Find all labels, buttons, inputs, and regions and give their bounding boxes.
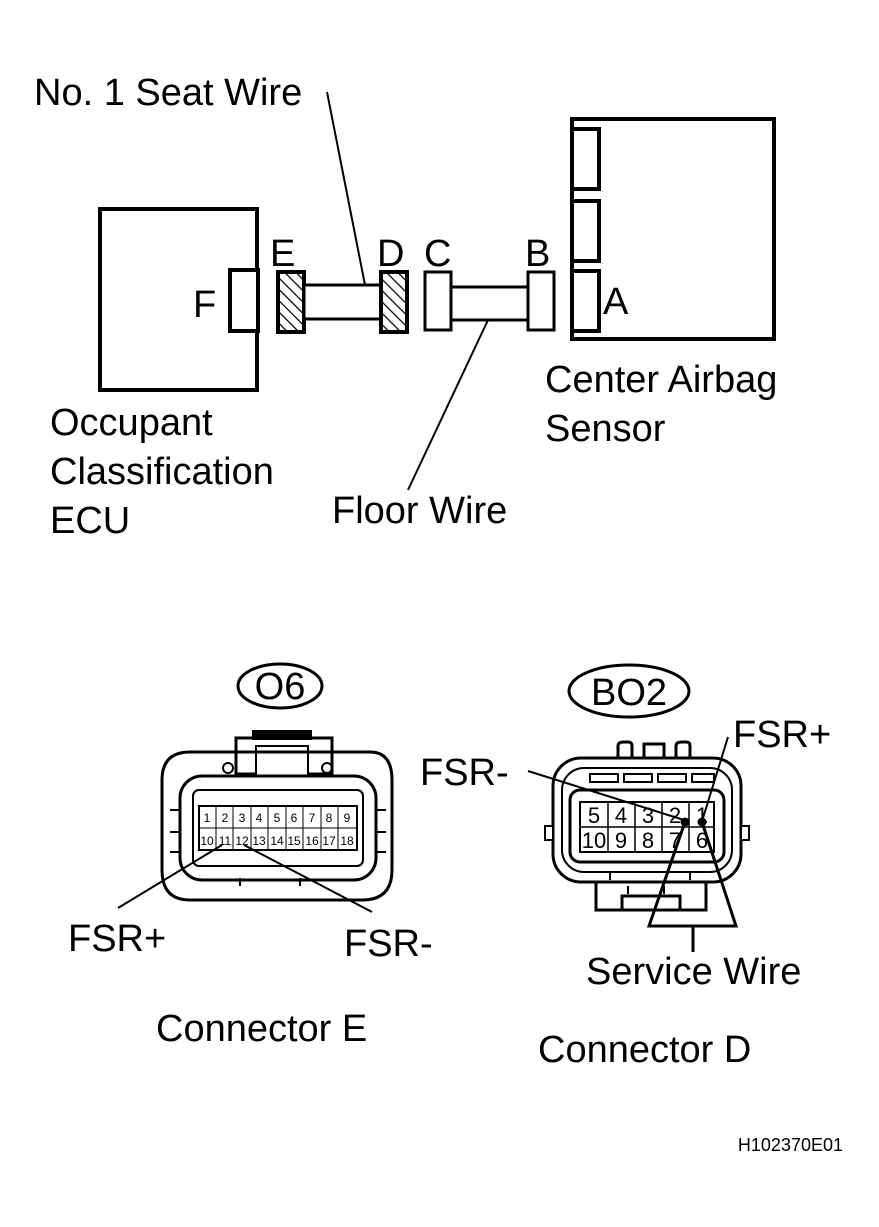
service-wire-label: Service Wire [586,951,801,993]
seat-wire-label: No. 1 Seat Wire [34,72,302,114]
connector-a [570,269,601,333]
connector-e-pins-top: 1 2 3 4 5 6 7 8 9 [204,811,351,825]
ecu-label-line1: Occupant [50,402,213,444]
pin-e-2: 2 [222,811,229,825]
connector-e-fsr-plus-leader [117,844,223,909]
connector-d-latch [594,882,708,912]
connector-d-latch-marks [609,872,691,894]
connector-e-face [192,789,364,867]
pin-e-3: 3 [239,811,246,825]
pin-d-5: 5 [588,803,600,828]
label-e: E [270,233,295,275]
pin-d-10: 10 [582,828,606,853]
connector-e-rib-l [170,809,180,853]
sensor-port-2 [570,199,601,263]
connector-e-lock-top [252,730,312,740]
connector-d-fsr-minus: FSR- [420,752,509,794]
pin-e-14: 14 [270,834,284,848]
pin-d-8: 8 [642,828,654,853]
connector-c-block [423,270,453,332]
pin-d-7: 7 [669,828,681,853]
seat-wire-tube [302,283,383,321]
label-a: A [603,281,629,323]
label-c: C [424,233,451,275]
connector-d-pins-top: 5 4 3 2 1 [588,803,708,828]
connector-e-fsr-minus: FSR- [344,923,433,965]
connector-e-rib-r [376,809,386,853]
connector-d-tabs [616,740,692,758]
connector-d-nub-l [544,825,554,841]
connector-e-inner-frame [178,774,378,882]
connector-d-fsr-plus-leader [702,736,729,819]
sensor-label-line2: Sensor [545,408,666,450]
pin-e-8: 8 [326,811,333,825]
pin-e-12: 12 [235,834,249,848]
connector-d-housing [551,756,743,884]
sensor-box [570,117,776,341]
sensor-label-line1: Center Airbag [545,359,777,401]
pin-d-9: 9 [615,828,627,853]
connector-e-lock-dot-l [222,762,234,774]
floor-wire-tube [449,285,530,322]
ecu-label-line3: ECU [50,500,130,542]
figure-id: H102370E01 [738,1135,843,1155]
connector-b-block [526,270,556,332]
pin-e-6: 6 [291,811,298,825]
connector-e-rib-b [239,878,301,886]
layout-diagram: F E D C B A No. 1 Seat Wire Occupant Cla… [34,72,777,542]
pin-e-9: 9 [344,811,351,825]
connector-e-pins-bottom: 10 11 12 13 14 15 16 17 18 [200,834,354,848]
connector-d-caption: Connector D [538,1029,751,1071]
connector-d-pins-bottom: 10 9 8 7 6 [582,828,708,853]
pin-e-5: 5 [274,811,281,825]
connector-d-face [568,788,726,864]
connector-d-code-oval [567,663,691,719]
connector-e-fsr-plus: FSR+ [68,918,166,960]
label-f: F [193,284,216,326]
connector-d-inner-frame [561,767,733,873]
pin-d-2: 2 [669,803,681,828]
connector-d-diagram: BO2 5 4 3 2 1 10 [420,663,831,1071]
connector-e-code: O6 [255,666,306,708]
pin-e-1: 1 [204,811,211,825]
pin-e-17: 17 [322,834,336,848]
label-b: B [525,233,550,275]
pin-e-4: 4 [256,811,263,825]
connector-d-code: BO2 [591,672,667,714]
connector-e-fsr-minus-leader [243,844,373,913]
floor-wire-leader [407,319,489,491]
label-d: D [377,233,404,275]
floor-wire-label: Floor Wire [332,490,507,532]
pin-e-15: 15 [287,834,301,848]
connector-e-pin-dividers [199,806,357,850]
connector-e-caption: Connector E [156,1008,367,1050]
connector-d-nub-r [740,825,750,841]
seat-wire-leader [326,91,366,286]
sensor-port-1 [570,127,601,191]
connector-f [228,268,260,333]
connector-e-code-oval [236,662,324,710]
connector-d-fsr-minus-leader [527,770,685,821]
pin-e-11: 11 [219,834,232,848]
connector-d-fsr-plus: FSR+ [733,714,831,756]
pin-e-7: 7 [309,811,316,825]
pin-e-18: 18 [340,834,354,848]
pin-e-13: 13 [252,834,266,848]
connector-d-block [379,270,409,334]
connector-d-pin-dividers [580,802,714,852]
pin-d-4: 4 [615,803,627,828]
ecu-label-line2: Classification [50,451,274,493]
connector-e-diagram: O6 1 2 3 4 5 6 7 8 9 10 11 12 [68,662,433,1050]
connector-e-housing [160,750,394,902]
pin-e-10: 10 [200,834,214,848]
pin-e-16: 16 [305,834,319,848]
connector-e-block [276,270,306,334]
connector-d-slots [589,773,715,783]
connector-e-lock-dot-r [321,762,333,774]
